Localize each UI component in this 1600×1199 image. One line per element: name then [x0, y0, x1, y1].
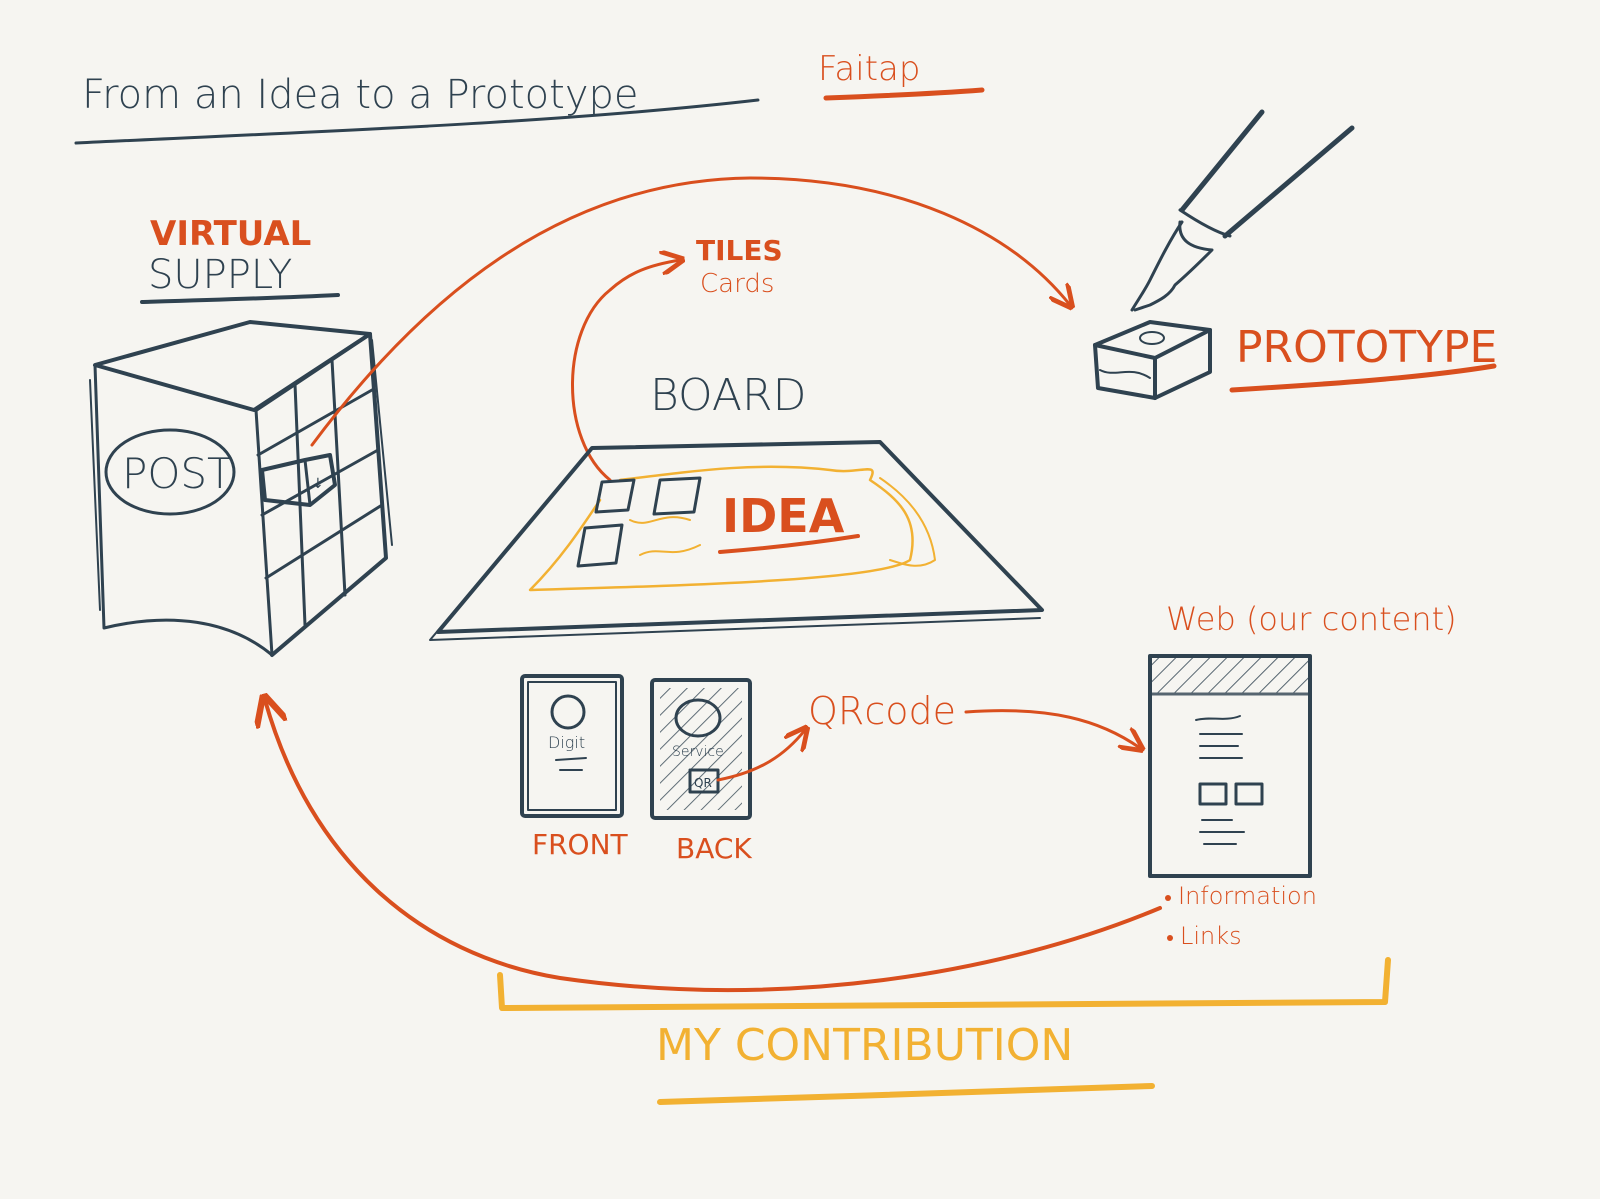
board-label: BOARD — [650, 370, 806, 421]
arrow-qrcode-to-web — [964, 709, 1140, 748]
card-back-qr: QR — [694, 776, 712, 790]
post-box-cube: ↓ POST — [89, 320, 393, 657]
web-bullet-information: Information — [1178, 882, 1317, 910]
card-front: Digit — [520, 674, 624, 818]
author-name: Faitap — [818, 49, 920, 89]
card-front-text: Digit — [548, 733, 585, 752]
title-underline — [74, 98, 760, 145]
idea-underline — [718, 534, 860, 554]
card-back: Service QR — [650, 678, 752, 820]
contribution-underline — [657, 1083, 1155, 1105]
virtual-supply-group: VIRTUAL SUPPLY — [140, 214, 340, 304]
prototype-underline — [1229, 363, 1497, 393]
post-badge — [104, 428, 236, 516]
card-back-label: BACK — [676, 832, 752, 865]
arrow-supply-to-prototype — [310, 176, 1070, 447]
prototype-label: PROTOTYPE — [1236, 322, 1497, 373]
tiles-group: TILES Cards — [571, 234, 783, 482]
web-label: Web (our content) — [1166, 600, 1457, 638]
board-group: BOARD IDEA — [429, 370, 1044, 641]
contribution-bracket — [497, 957, 1391, 1011]
arrow-board-to-tiles — [571, 260, 681, 482]
prototype-group: PROTOTYPE — [1093, 109, 1497, 400]
main-title: From an Idea to a Prototype — [82, 72, 638, 118]
post-badge-label: POST — [122, 449, 233, 498]
bullet-dot-2 — [1167, 935, 1173, 941]
supply-label-supply: SUPPLY — [148, 252, 292, 298]
web-page-sketch: Web (our content) — [1148, 600, 1457, 878]
qrcode-label: QRcode — [808, 689, 956, 733]
bullet-dot-1 — [1165, 895, 1171, 901]
contribution-label: MY CONTRIBUTION — [656, 1020, 1073, 1071]
tiles-label: TILES — [696, 234, 783, 267]
supply-underline — [140, 293, 340, 304]
contribution-group: MY CONTRIBUTION — [497, 957, 1391, 1105]
idea-label: IDEA — [722, 489, 845, 543]
drawer-arrow-glyph: ↓ — [312, 476, 324, 492]
author-underline — [823, 87, 985, 101]
title-group: From an Idea to a Prototype Faitap — [74, 49, 985, 145]
card-front-label: FRONT — [532, 828, 629, 861]
web-bullet-links: Links — [1180, 922, 1242, 950]
supply-label-virtual: VIRTUAL — [150, 214, 311, 254]
card-back-text: Service — [672, 744, 724, 760]
arrow-card-to-qrcode — [716, 730, 805, 782]
tiles-sublabel: Cards — [700, 269, 774, 299]
arrow-web-to-supply — [265, 700, 1162, 992]
